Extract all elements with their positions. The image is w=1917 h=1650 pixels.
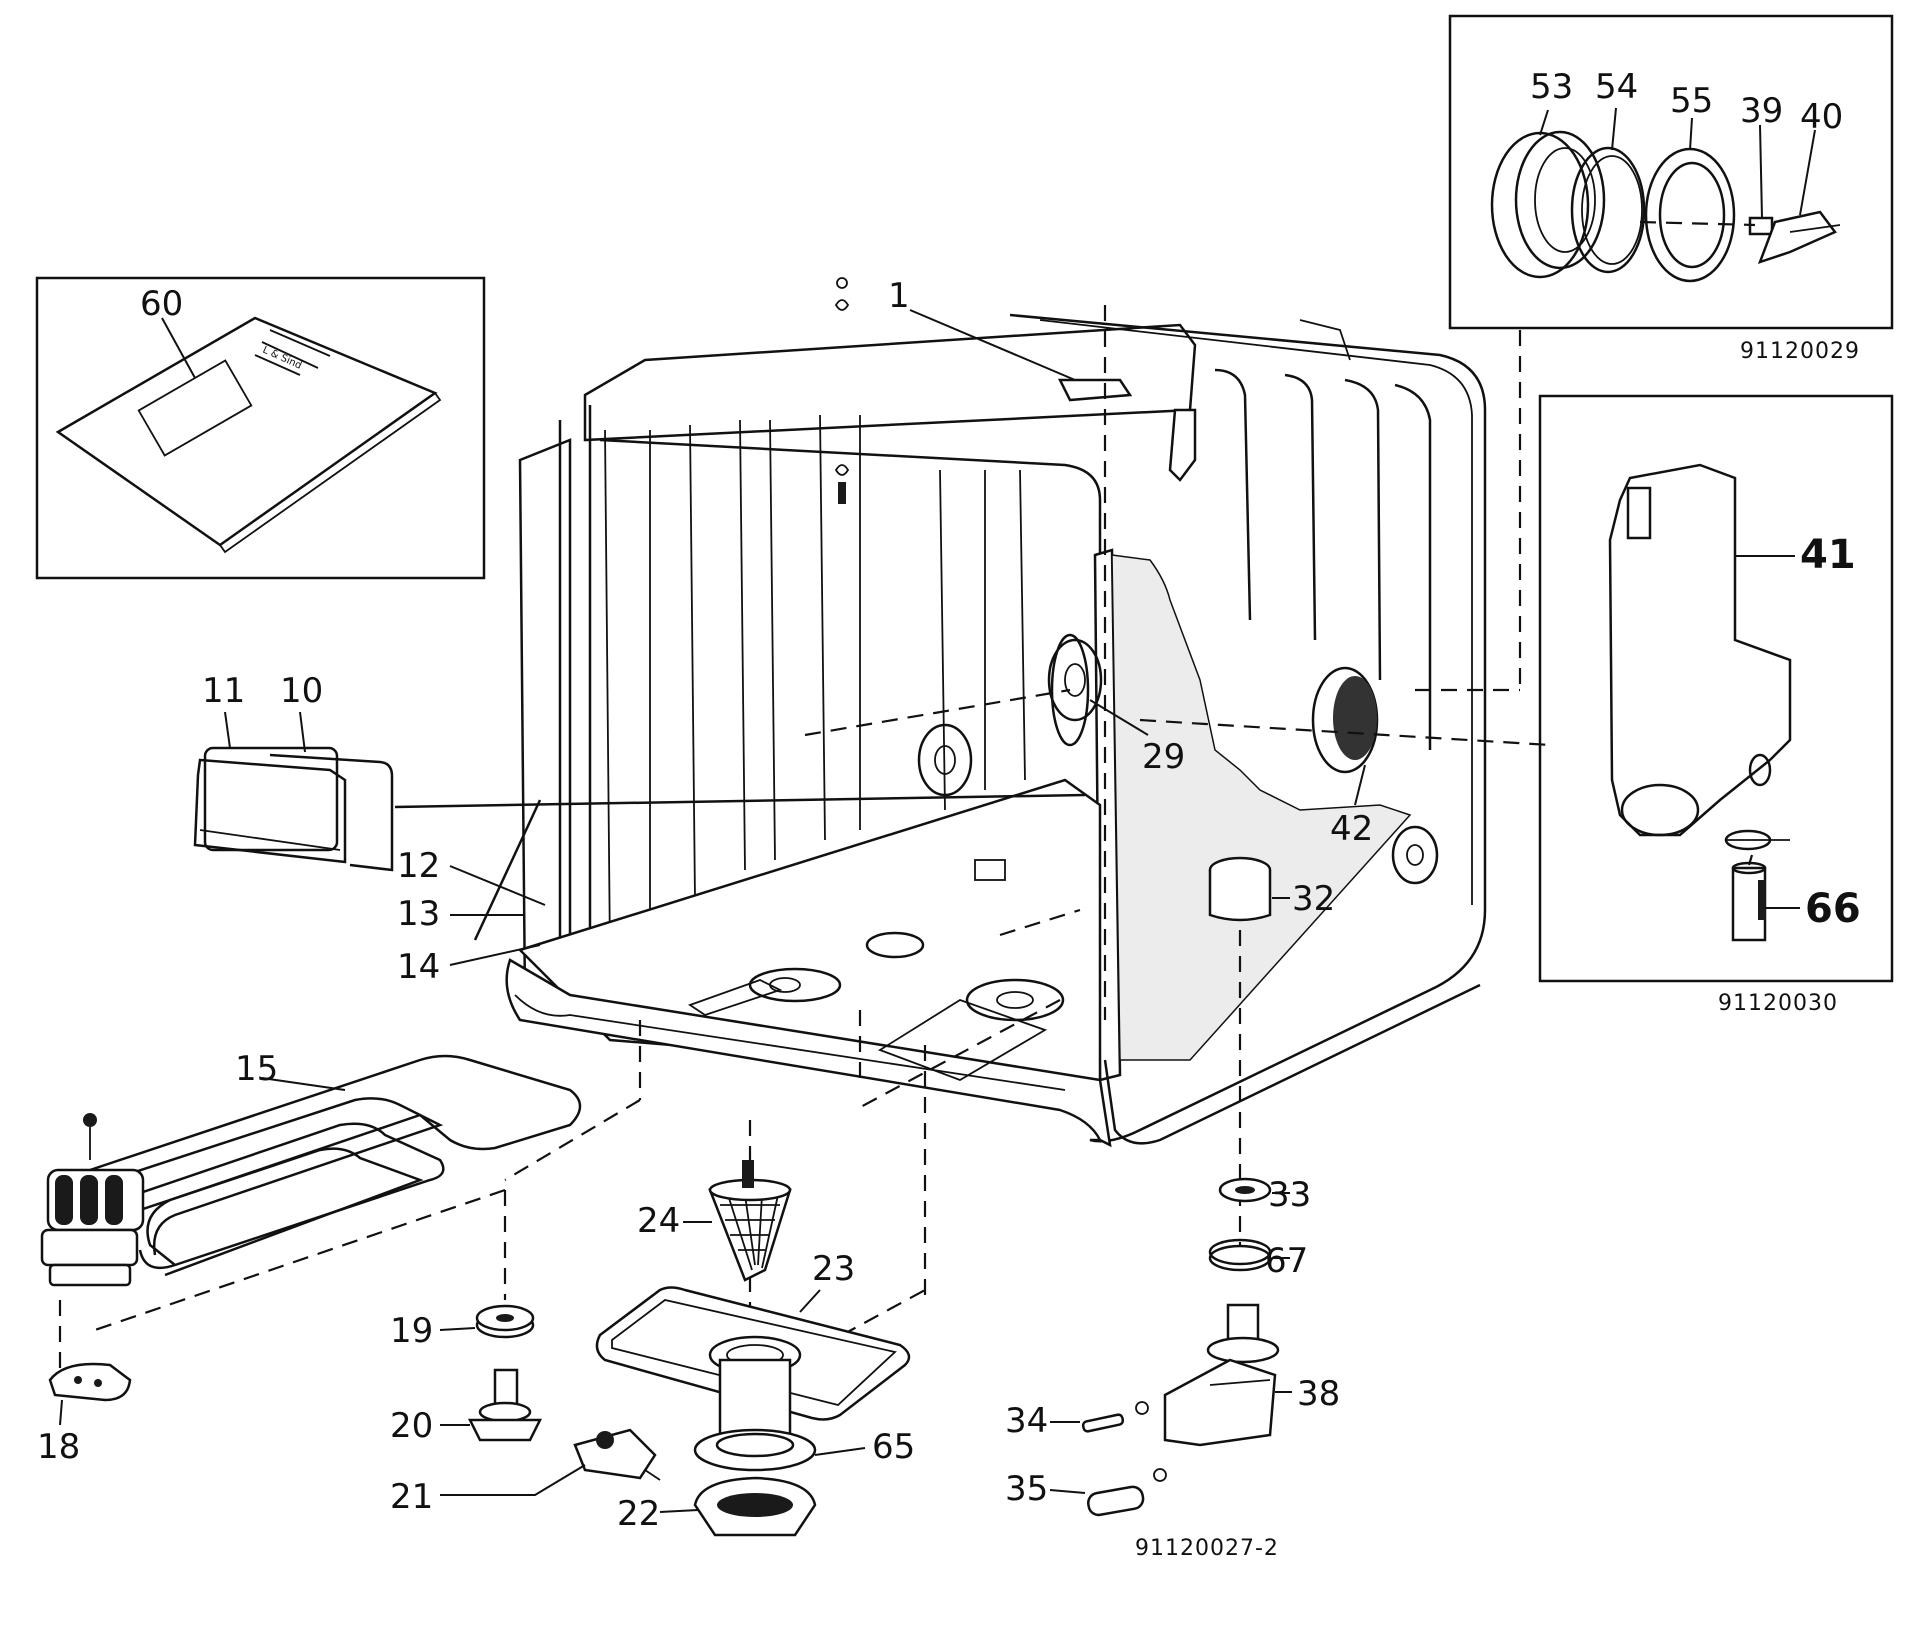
part-label-39: 39 xyxy=(1740,91,1783,131)
manual-booklet: L & Sind xyxy=(55,316,442,554)
part-label-1: 1 xyxy=(888,276,910,316)
part-label-18: 18 xyxy=(37,1427,80,1467)
part-label-55: 55 xyxy=(1670,81,1713,121)
pin-35 xyxy=(1087,1468,1167,1517)
part-label-29: 29 xyxy=(1142,737,1185,777)
part-label-13: 13 xyxy=(397,894,440,934)
seal-ring-67 xyxy=(1208,1238,1272,1272)
part-label-66: 66 xyxy=(1805,886,1861,932)
clamp-ring xyxy=(1724,829,1790,851)
sump-cylinder-65 xyxy=(693,1358,817,1472)
panel-10-11 xyxy=(193,746,394,872)
part-label-24: 24 xyxy=(637,1201,680,1241)
part-label-42: 42 xyxy=(1330,809,1373,849)
filter-basket-24 xyxy=(708,1160,792,1282)
pin-34 xyxy=(1081,1401,1149,1433)
part-label-20: 20 xyxy=(390,1406,433,1446)
part-label-12: 12 xyxy=(397,846,440,886)
part-label-35: 35 xyxy=(1005,1469,1048,1509)
washer-33 xyxy=(1218,1177,1272,1203)
drawing-code-sump: 91120030 xyxy=(1718,991,1838,1016)
part-label-14: 14 xyxy=(397,947,440,987)
inset-seal-group: 53 54 55 39 40 91120029 xyxy=(1448,14,1894,364)
sump-housing-41 xyxy=(1608,463,1792,837)
thermostat-21 xyxy=(573,1428,661,1481)
terminal-plate-18 xyxy=(48,1362,132,1402)
part-label-21: 21 xyxy=(390,1477,433,1517)
seal-ring-55 xyxy=(1644,147,1736,283)
thermostat-20 xyxy=(467,1368,543,1442)
seal-ring-53 xyxy=(1490,130,1606,279)
seal-ring-54 xyxy=(1570,146,1646,274)
part-label-60: 60 xyxy=(140,284,183,324)
grommet-19 xyxy=(475,1304,535,1339)
dishwasher-tub xyxy=(473,277,1487,1148)
pump-38 xyxy=(1163,1303,1280,1447)
part-label-10: 10 xyxy=(280,671,323,711)
part-label-41: 41 xyxy=(1800,532,1856,578)
part-label-32: 32 xyxy=(1292,879,1335,919)
part-label-15: 15 xyxy=(235,1049,278,1089)
drawing-code-seal: 91120029 xyxy=(1740,339,1860,364)
part-label-34: 34 xyxy=(1005,1401,1048,1441)
part-label-53: 53 xyxy=(1530,67,1573,107)
bracket-40 xyxy=(1757,210,1841,265)
part-label-33: 33 xyxy=(1268,1175,1311,1215)
part-label-23: 23 xyxy=(812,1249,855,1289)
hose-66 xyxy=(1731,861,1767,942)
inset-manual: L & Sind 60 xyxy=(35,276,486,580)
part-label-67: 67 xyxy=(1265,1241,1308,1281)
part-label-22: 22 xyxy=(617,1494,660,1534)
part-label-54: 54 xyxy=(1595,67,1638,107)
part-label-38: 38 xyxy=(1297,1374,1340,1414)
part-label-11: 11 xyxy=(202,671,245,711)
sump-base-22 xyxy=(693,1476,817,1537)
part-label-65: 65 xyxy=(872,1427,915,1467)
drawing-code-main: 91120027-2 xyxy=(1135,1536,1279,1561)
inset-sump-group: 41 66 91120030 xyxy=(1538,394,1894,1016)
part-label-40: 40 xyxy=(1800,97,1843,137)
part-label-19: 19 xyxy=(390,1311,433,1351)
heating-element-15 xyxy=(40,1054,582,1287)
